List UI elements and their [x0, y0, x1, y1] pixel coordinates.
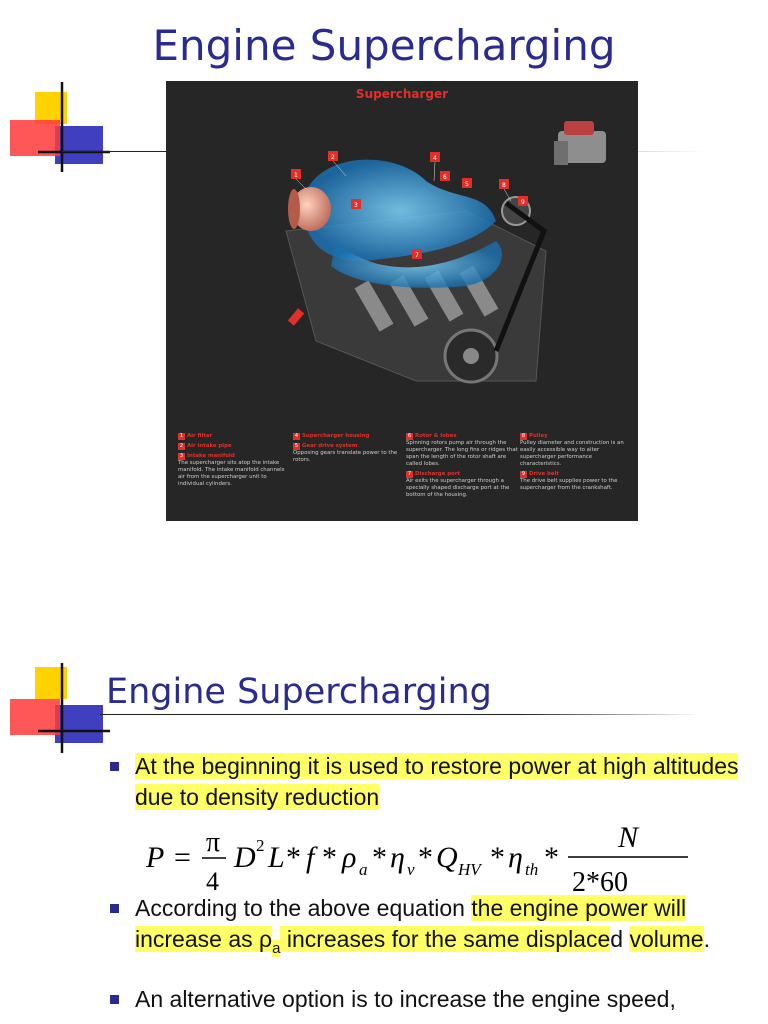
svg-text:*: *: [418, 841, 433, 874]
svg-text:*: *: [544, 841, 559, 874]
corner-decoration: [10, 82, 110, 172]
callout-markers: 1 2 3 4 5 6 7 8 9: [291, 151, 528, 259]
svg-text:D: D: [233, 841, 256, 874]
svg-text:=: =: [174, 841, 191, 874]
eq-p: P: [146, 841, 164, 874]
svg-text:8: 8: [502, 182, 506, 189]
svg-text:*: *: [322, 841, 337, 874]
svg-text:η: η: [508, 841, 523, 874]
bullet-text: An alternative option is to increase the…: [135, 985, 676, 1012]
slide-title: Engine Supercharging: [106, 672, 492, 712]
svg-text:2*60: 2*60: [572, 867, 628, 895]
svg-text:HV: HV: [457, 860, 483, 879]
svg-text:ρ: ρ: [341, 841, 356, 874]
engine-thumbnail: [554, 121, 606, 165]
bullet-marker: [110, 994, 119, 1004]
svg-text:*: *: [490, 841, 505, 874]
svg-text:7: 7: [415, 252, 419, 259]
title-rule-right: [638, 151, 708, 152]
svg-text:v: v: [407, 860, 415, 879]
title-rule: [62, 151, 166, 152]
diagram-heading: Supercharger: [355, 87, 449, 101]
bullet-item: According to the above equation the engi…: [106, 893, 746, 964]
svg-text:L: L: [267, 841, 285, 874]
svg-text:2: 2: [331, 154, 335, 161]
supercharger-diagram: Supercharger: [166, 81, 638, 521]
svg-text:a: a: [359, 860, 368, 879]
svg-text:3: 3: [354, 202, 358, 209]
svg-text:η: η: [390, 841, 405, 874]
svg-text:π: π: [206, 827, 220, 858]
bullet-item: An alternative option is to increase the…: [106, 984, 746, 1015]
slide-2: Engine Supercharging At the beginning it…: [0, 655, 768, 1024]
svg-text:1: 1: [294, 172, 298, 179]
corner-decoration: [10, 663, 110, 753]
svg-text:4: 4: [206, 867, 219, 895]
svg-text:*: *: [286, 841, 301, 874]
svg-text:*: *: [372, 841, 387, 874]
slide-title: Engine Supercharging: [152, 21, 616, 70]
bullet-marker: [110, 762, 119, 771]
svg-text:6: 6: [443, 174, 447, 181]
svg-text:5: 5: [465, 181, 469, 188]
bullet-marker: [110, 904, 119, 913]
svg-text:f: f: [306, 841, 318, 874]
svg-text:2: 2: [256, 836, 265, 855]
svg-text:4: 4: [433, 155, 437, 162]
slide-1: Engine Supercharging Supercharger: [10, 21, 708, 521]
title-rule: [100, 714, 700, 715]
bullet-list: At the beginning it is used to restore p…: [106, 751, 746, 813]
svg-text:Q: Q: [436, 841, 458, 874]
svg-text:th: th: [525, 860, 538, 879]
bullet-item: At the beginning it is used to restore p…: [106, 751, 746, 813]
svg-text:N: N: [617, 825, 640, 854]
power-equation: P = π 4 D 2 L * f * ρ a * η v * Q HV * η…: [146, 825, 688, 895]
bullet-list-2: According to the above equation the engi…: [106, 893, 746, 1015]
engine-illustration: 1 2 3 4 5 6 7 8 9: [285, 121, 606, 384]
svg-text:9: 9: [521, 199, 525, 206]
bullet-text: At the beginning it is used to restore p…: [135, 753, 739, 810]
